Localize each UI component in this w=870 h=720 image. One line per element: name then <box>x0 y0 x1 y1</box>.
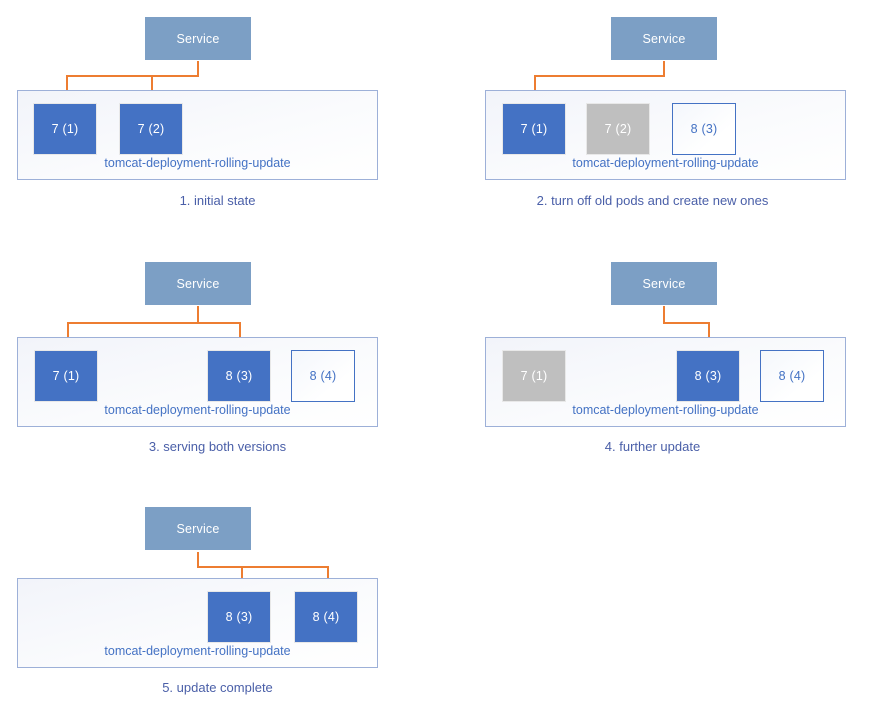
pod-8-3: 8 (3) <box>207 591 271 643</box>
panel-initial-state: Service tomcat-deployment-rolling-update… <box>0 0 435 230</box>
service-box: Service <box>610 16 718 61</box>
panel-caption: 3. serving both versions <box>148 439 287 454</box>
deployment-name-label: tomcat-deployment-rolling-update <box>104 156 291 170</box>
deployment-name-label: tomcat-deployment-rolling-update <box>572 156 759 170</box>
pod-7-1: 7 (1) <box>34 350 98 402</box>
pod-7-1: 7 (1) <box>33 103 97 155</box>
deployment-name-label: tomcat-deployment-rolling-update <box>104 644 291 658</box>
panel-turn-off-old-pods: Service tomcat-deployment-rolling-update… <box>435 0 870 230</box>
pod-8-3: 8 (3) <box>672 103 736 155</box>
pod-7-1: 7 (1) <box>502 350 566 402</box>
panel-update-complete: Service tomcat-deployment-rolling-update… <box>0 490 435 720</box>
pod-7-1: 7 (1) <box>502 103 566 155</box>
panel-caption: 2. turn off old pods and create new ones <box>536 193 769 208</box>
panel-serving-both-versions: Service tomcat-deployment-rolling-update… <box>0 245 435 475</box>
service-box: Service <box>144 261 252 306</box>
panel-further-update: Service tomcat-deployment-rolling-update… <box>435 245 870 475</box>
service-box: Service <box>144 506 252 551</box>
service-box: Service <box>144 16 252 61</box>
pod-8-3: 8 (3) <box>207 350 271 402</box>
panel-caption: 1. initial state <box>179 193 256 208</box>
pod-8-4: 8 (4) <box>291 350 355 402</box>
service-box: Service <box>610 261 718 306</box>
pod-8-3: 8 (3) <box>676 350 740 402</box>
deployment-name-label: tomcat-deployment-rolling-update <box>104 403 291 417</box>
pod-8-4: 8 (4) <box>760 350 824 402</box>
panel-caption: 5. update complete <box>162 680 273 695</box>
panel-caption: 4. further update <box>604 439 701 454</box>
pod-7-2: 7 (2) <box>119 103 183 155</box>
pod-7-2: 7 (2) <box>586 103 650 155</box>
pod-8-4: 8 (4) <box>294 591 358 643</box>
deployment-name-label: tomcat-deployment-rolling-update <box>572 403 759 417</box>
